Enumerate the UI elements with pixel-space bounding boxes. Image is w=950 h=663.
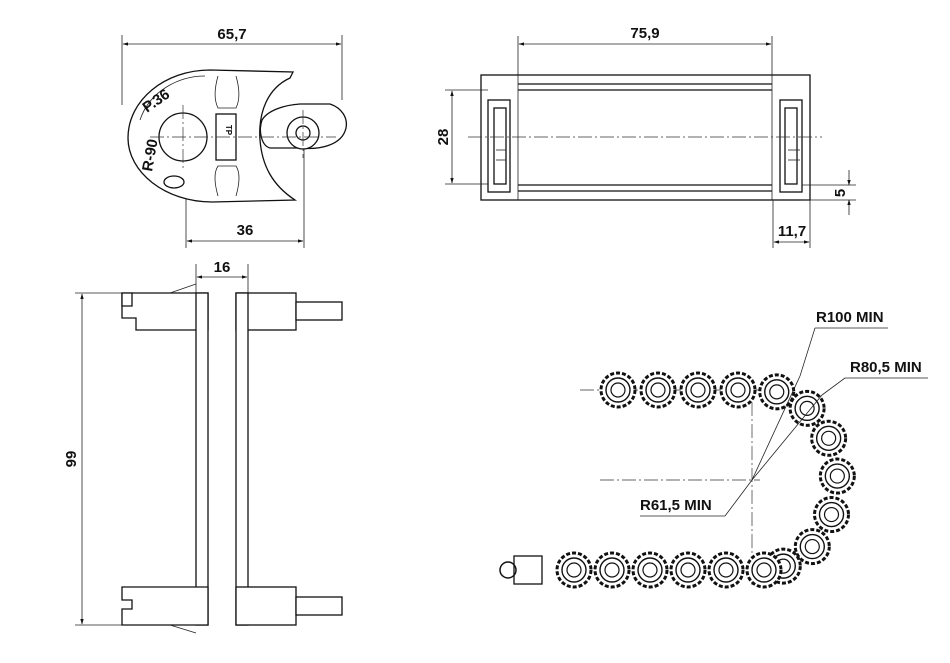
mid-radius-label: R80,5 MIN	[850, 359, 922, 376]
chain-links	[499, 371, 856, 589]
dimension-bar-label: 5	[832, 189, 849, 197]
side-view: 65,7 36 TP P.36 R-90	[121, 26, 348, 248]
chain-link	[719, 371, 757, 409]
chain-link	[679, 371, 717, 409]
chain-link	[593, 551, 631, 589]
dimension-edge-label: 11,7	[778, 223, 806, 240]
chain-link	[707, 551, 745, 589]
dimension-inner-width-label: 75,9	[630, 25, 659, 42]
chain-link	[745, 551, 783, 589]
chain-link	[813, 496, 851, 534]
dimension-pitch-label: 36	[237, 222, 254, 239]
outer-radius-label: R100 MIN	[816, 309, 884, 326]
chain-link	[758, 373, 796, 411]
side-plate-left	[195, 292, 209, 626]
logo-mark	[163, 175, 185, 189]
chain-link	[810, 419, 848, 457]
front-view: 16 99	[63, 259, 343, 634]
chain-link	[599, 371, 637, 409]
link-side-profile	[127, 69, 298, 203]
logo-text: TP	[224, 125, 233, 136]
side-plate-right	[235, 292, 249, 626]
dimension-height-label: 28	[435, 129, 452, 146]
embossed-radius: R-90	[139, 138, 161, 173]
chain-link	[555, 551, 593, 589]
chain-link	[631, 551, 669, 589]
chain-link	[669, 551, 707, 589]
chain-link	[639, 371, 677, 409]
chain-view: R100 MIN R80,5 MIN R61,5 MIN	[499, 309, 928, 589]
chain-link	[818, 457, 856, 495]
top-frame	[480, 74, 811, 201]
dimension-width-label: 65,7	[217, 26, 246, 43]
top-view: 75,9 28 5 11,7	[435, 25, 856, 248]
dimension-overall-height-label: 99	[63, 451, 80, 468]
chain-link	[788, 389, 826, 427]
inner-radius-label: R61,5 MIN	[640, 497, 712, 514]
chain-end-pin	[499, 561, 517, 579]
dimension-link-width-label: 16	[214, 259, 231, 276]
chain-end-bracket	[513, 555, 543, 585]
chain-link	[793, 528, 831, 566]
